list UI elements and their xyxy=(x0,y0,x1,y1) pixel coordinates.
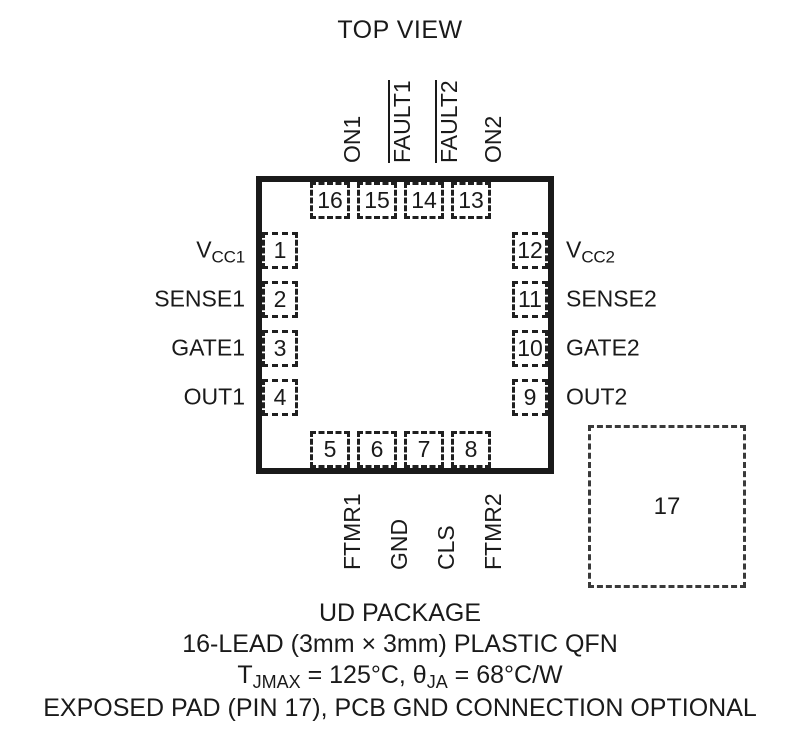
pin-number: 14 xyxy=(411,187,437,213)
pin-label-6: GND xyxy=(386,518,412,570)
pin-label-text: GND xyxy=(386,518,412,570)
pin-label-text: ON1 xyxy=(339,115,365,163)
caption-line-exposed-pad: EXPOSED PAD (PIN 17), PCB GND CONNECTION… xyxy=(43,694,757,722)
package-outline: 17 xyxy=(256,176,746,588)
pin-label-text: OUT2 xyxy=(566,383,628,410)
pin-pad-9: 9 xyxy=(512,379,548,416)
pin-pad-15: 15 xyxy=(357,182,397,219)
pin-number: 1 xyxy=(273,237,287,263)
pin-label-9: OUT2 xyxy=(566,383,628,410)
pin-label-text: SENSE1 xyxy=(154,285,245,312)
pin-label-15: FAULT1 xyxy=(388,80,415,163)
pin-pad-13: 13 xyxy=(451,182,491,219)
caption-block: UD PACKAGE 16-LEAD (3mm × 3mm) PLASTIC Q… xyxy=(0,598,800,724)
pin-pad-12: 12 xyxy=(512,232,548,269)
tjmax-symbol: T xyxy=(237,661,253,689)
pin-label-text: FTMR1 xyxy=(339,493,365,570)
pin-label-text: V xyxy=(566,236,582,263)
pin-number: 6 xyxy=(370,436,384,462)
exposed-pad: 17 xyxy=(588,425,746,588)
pin-pad-3: 3 xyxy=(262,330,298,367)
pin-label-8: FTMR2 xyxy=(480,493,506,570)
pin-pad-14: 14 xyxy=(404,182,444,219)
pin-pad-10: 10 xyxy=(512,330,548,367)
pin-number: 5 xyxy=(323,436,337,462)
pin-number: 12 xyxy=(517,237,543,263)
pin-pad-5: 5 xyxy=(310,431,350,468)
pin-number: 7 xyxy=(417,436,431,462)
pin-label-text: GATE1 xyxy=(171,334,245,361)
thermal-value: = 68°C/W xyxy=(447,661,563,689)
pin-label-subscript: CC2 xyxy=(581,247,615,267)
pin-label-13: ON2 xyxy=(480,115,506,163)
pin-label-subscript: CC1 xyxy=(211,247,246,267)
tjmax-subscript: JMAX xyxy=(252,672,301,693)
pin-pad-16: 16 xyxy=(310,182,350,219)
pin-number: 2 xyxy=(273,286,287,312)
pin-pad-6: 6 xyxy=(357,431,397,468)
thermal-middle: = 125°C, θ xyxy=(300,661,427,689)
pin-label-text: CLS xyxy=(433,525,459,570)
pin-label-4: OUT1 xyxy=(183,383,245,410)
pin-pad-2: 2 xyxy=(262,281,298,318)
pin-number: 9 xyxy=(523,384,537,410)
pin-label-10: GATE2 xyxy=(566,334,640,361)
pin-label-text: GATE2 xyxy=(566,334,640,361)
pin-label-2: SENSE1 xyxy=(154,285,245,312)
pin-label-text: V xyxy=(196,236,212,263)
pin-label-text: OUT1 xyxy=(183,383,245,410)
pin-label-11: SENSE2 xyxy=(566,285,657,312)
caption-line-package: UD PACKAGE xyxy=(318,599,482,627)
pin-pad-8: 8 xyxy=(451,431,491,468)
pin-number: 8 xyxy=(464,436,478,462)
pin-number: 13 xyxy=(458,187,484,213)
pin-pad-11: 11 xyxy=(512,281,548,318)
pin-label-16: ON1 xyxy=(339,115,365,163)
pin-label-text: FAULT2 xyxy=(435,80,462,163)
theta-ja-subscript: JA xyxy=(426,672,448,693)
pin-label-3: GATE1 xyxy=(171,334,245,361)
pin-number: 16 xyxy=(317,187,343,213)
pin-label-text: ON2 xyxy=(480,115,506,163)
pin-pad-1: 1 xyxy=(262,232,298,269)
pin-number: 11 xyxy=(518,286,542,312)
pin-label-text: FTMR2 xyxy=(480,493,506,570)
pin-number: 15 xyxy=(364,187,390,213)
pin-number: 3 xyxy=(273,335,287,361)
caption-line-thermal: TJMAX = 125°C, θJA = 68°C/W xyxy=(0,660,800,693)
pin-number: 10 xyxy=(517,335,543,361)
caption-line-lead: 16-LEAD (3mm × 3mm) PLASTIC QFN xyxy=(182,630,618,658)
pin-label-7: CLS xyxy=(433,525,459,570)
exposed-pad-number: 17 xyxy=(653,492,681,520)
pin-label-text: SENSE2 xyxy=(566,285,657,312)
pin-label-text: FAULT1 xyxy=(388,80,415,163)
pin-label-14: FAULT2 xyxy=(435,80,462,163)
pin-label-5: FTMR1 xyxy=(339,493,365,570)
pin-pad-4: 4 xyxy=(262,379,298,416)
pin-number: 4 xyxy=(273,384,287,410)
pin-label-1: VCC1 xyxy=(196,236,245,265)
pin-pad-7: 7 xyxy=(404,431,444,468)
page-title: TOP VIEW xyxy=(337,16,463,44)
pin-label-12: VCC2 xyxy=(566,236,615,265)
